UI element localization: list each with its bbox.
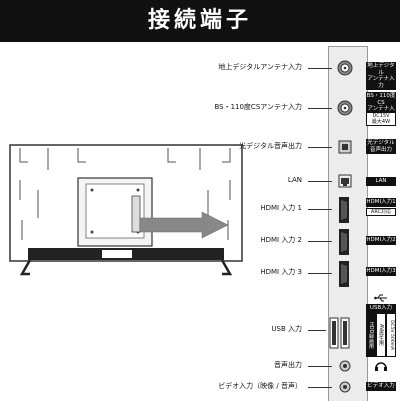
leader-line (308, 209, 332, 210)
terminal-badge: LAN (366, 177, 396, 186)
badge-text: HDMI入力3 (366, 268, 396, 274)
badge-text: 最大4W (371, 119, 391, 125)
usb-icon (374, 294, 387, 302)
lan-port-icon (338, 174, 352, 188)
usb-vertical-label: HDD録画用 (366, 313, 376, 357)
terminal-badge: 光デジタル 音声出力 (366, 139, 396, 154)
usb-vertical-label: AV再生用 (376, 313, 386, 357)
page-title: 接続端子 (147, 8, 252, 33)
terminal-badge: HDMI入力2 (366, 236, 396, 245)
leader-line (308, 241, 332, 242)
header-bar: 接続端子 (0, 0, 400, 42)
coax-terminal-icon (337, 100, 353, 116)
terminal-label: BS・110度CSアンテナ入力 (214, 103, 302, 111)
badge-text: 光デジタル (367, 140, 395, 146)
badge-text: アンテナ入力 (367, 76, 395, 89)
terminal-label: LAN (287, 176, 302, 184)
coax-terminal-icon (337, 60, 353, 76)
pointer-arrow (139, 211, 229, 239)
leader-line (308, 108, 332, 109)
av-jack-icon (339, 381, 351, 393)
terminal-label: HDMI 入力 3 (260, 268, 302, 276)
badge-text: DC15V (372, 113, 390, 119)
hdmi-port-icon (339, 197, 349, 223)
badge-text: USB入力 (369, 305, 393, 311)
badge-text: HDMI入力2 (366, 237, 396, 243)
leader-line (308, 387, 332, 388)
power-note: DC15V 最大4W (366, 112, 396, 126)
leader-line (308, 147, 332, 148)
badge-text: LAN (375, 178, 387, 184)
badge-text: ARC対応 (370, 209, 392, 215)
terminal-label: USB 入力 (271, 325, 302, 333)
hdmi-port-icon (339, 261, 349, 287)
terminal-badge: USB入力 (366, 304, 396, 313)
terminal-label: HDMI 入力 1 (260, 204, 302, 212)
badge-text: HDMI入力1 (366, 199, 396, 205)
leader-line (308, 273, 332, 274)
terminal-label: ビデオ入力（映像 / 音声） (218, 382, 302, 390)
badge-text: BS・110度CS (366, 93, 396, 106)
badge-text: 地上デジタル (367, 63, 395, 76)
arc-note: ARC対応 (366, 208, 396, 216)
tv-back-illustration (9, 144, 243, 276)
terminal-badge: 地上デジタル アンテナ入力 (366, 62, 396, 90)
terminal-badge: HDMI入力3 (366, 267, 396, 276)
leader-line (308, 181, 332, 182)
terminal-label: 光デジタル音声出力 (239, 142, 302, 150)
terminal-label: 音声出力 (274, 361, 302, 369)
leader-line (308, 366, 332, 367)
terminal-badge: HDMI入力1 (366, 198, 396, 207)
badge-text: ビデオ入力 (367, 383, 395, 389)
usb-port-icon (329, 317, 350, 349)
headphone-jack-icon (339, 360, 351, 372)
hdmi-port-icon (339, 229, 349, 255)
terminal-label: 地上デジタルアンテナ入力 (218, 63, 302, 71)
headphone-icon (375, 362, 387, 371)
leader-line (308, 330, 326, 331)
optical-port-icon (338, 140, 352, 154)
badge-text: 音声出力 (369, 146, 392, 153)
leader-line (308, 68, 332, 69)
terminal-badge: ビデオ入力 (366, 382, 396, 391)
terminal-label: HDMI 入力 2 (260, 236, 302, 244)
usb-vertical-label: DC5V 500mA (386, 313, 396, 357)
